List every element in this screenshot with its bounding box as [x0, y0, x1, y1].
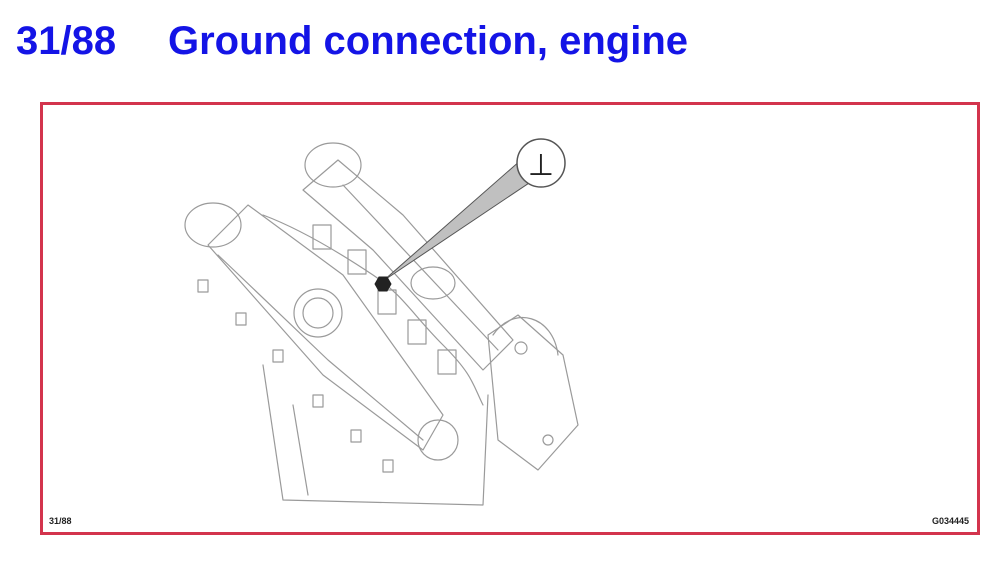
- ground-point: [374, 276, 392, 292]
- page-number: 31/88: [16, 19, 117, 63]
- callout-leader: [382, 159, 539, 282]
- round-cover: [410, 266, 456, 300]
- ignition-coil-5: [437, 349, 457, 375]
- plug-connector-6: [382, 459, 394, 473]
- cam-cover-left: [207, 204, 444, 451]
- engine-illustration: ⊥: [184, 138, 579, 506]
- cam-cover-right-ridge: [342, 184, 499, 351]
- figure-caption-page: 31/88: [49, 516, 72, 526]
- cam-end-cap-left: [184, 202, 242, 248]
- plug-connector-2: [235, 312, 247, 326]
- plug-connector-5: [350, 429, 362, 443]
- figure-frame: ⊥ 31/88 G034445: [40, 102, 980, 535]
- cam-end-cap-right: [304, 142, 362, 188]
- plug-connector-4: [312, 394, 324, 408]
- ignition-coil-1: [312, 224, 332, 250]
- oil-filler-cap: [293, 288, 343, 338]
- block-edge-line: [292, 404, 309, 496]
- oil-filler-cap-inner: [302, 297, 334, 329]
- ignition-coil-2: [347, 249, 367, 275]
- figure-caption-id: G034445: [931, 516, 969, 526]
- page-header: 31/88 Ground connection, engine: [16, 16, 688, 66]
- ground-symbol-callout: [516, 138, 566, 188]
- cam-cover-right: [302, 159, 514, 371]
- ignition-coil-3: [377, 289, 397, 315]
- wiring-harness: [262, 214, 484, 406]
- bracket-arch: [492, 317, 559, 356]
- bracket-bolt: [542, 434, 554, 446]
- ignition-coil-4: [407, 319, 427, 345]
- engine-block-outline: [262, 364, 489, 506]
- ground-symbol-text: ⊥: [528, 148, 554, 183]
- page-title: Ground connection, engine: [168, 19, 688, 63]
- plug-connector-3: [272, 349, 284, 363]
- front-cap: [417, 419, 459, 461]
- cam-cover-left-ridge: [217, 254, 424, 441]
- plug-connector-1: [197, 279, 209, 293]
- bracket-hole: [514, 341, 528, 355]
- mounting-bracket: [487, 314, 579, 471]
